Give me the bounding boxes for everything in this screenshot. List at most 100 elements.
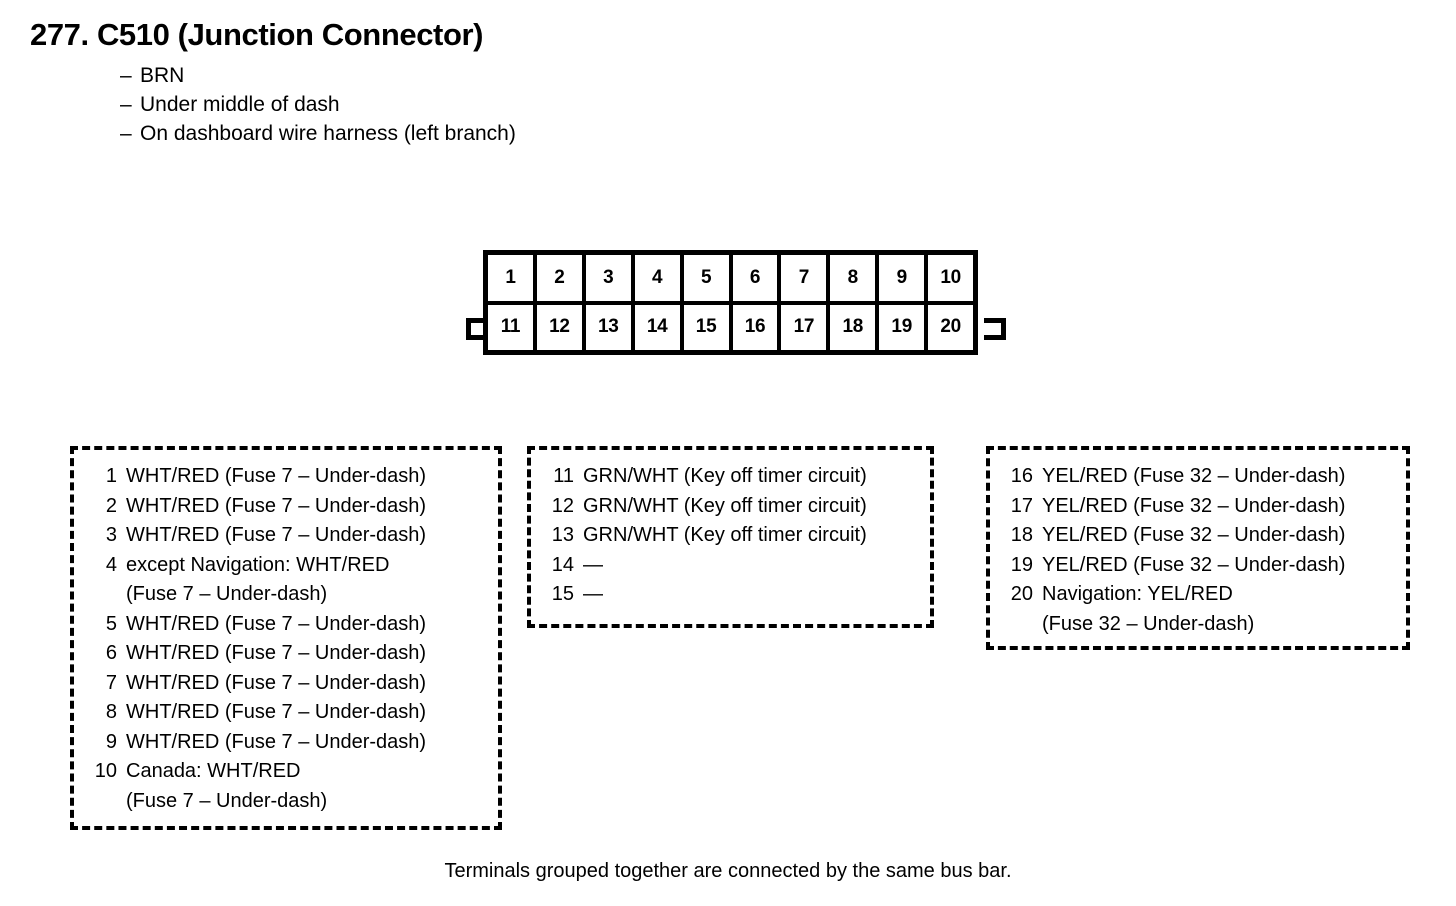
terminal-description: WHT/RED (Fuse 7 – Under-dash) xyxy=(126,669,484,699)
pin-cell-4: 4 xyxy=(635,255,684,301)
pin-cell-16: 16 xyxy=(733,304,782,350)
terminal-number: 14 xyxy=(551,553,574,576)
terminal-entry-9: 9 WHT/RED (Fuse 7 – Under-dash) xyxy=(88,728,484,758)
pin-cell-11: 11 xyxy=(488,304,537,350)
spec-text: BRN xyxy=(140,64,185,87)
terminal-description-line2: (Fuse 7 – Under-dash) xyxy=(126,789,328,812)
terminal-description-line1: — xyxy=(583,583,603,605)
pin-cell-7: 7 xyxy=(781,255,831,301)
terminal-number: 2 xyxy=(105,494,117,517)
pin-cell-9: 9 xyxy=(879,255,929,301)
terminal-entry-3: 3 WHT/RED (Fuse 7 – Under-dash) xyxy=(88,521,484,551)
terminal-number: 18 xyxy=(1010,524,1033,546)
terminal-description-line1: YEL/RED (Fuse 32 – Under-dash) xyxy=(1042,494,1346,517)
terminal-description-line1: YEL/RED (Fuse 32 – Under-dash) xyxy=(1042,524,1346,546)
terminal-description-line1: — xyxy=(583,553,603,576)
terminal-description-line1: WHT/RED (Fuse 7 – Under-dash) xyxy=(126,465,427,487)
terminal-number: 4 xyxy=(105,553,117,576)
pin-cell-12: 12 xyxy=(537,304,586,350)
spec-line: –BRN xyxy=(120,61,930,90)
terminal-description: WHT/RED (Fuse 7 – Under-dash) xyxy=(126,728,484,758)
terminal-entry-15: 15 — xyxy=(545,580,916,610)
pin-cell-8: 8 xyxy=(830,255,880,301)
terminal-number: 5 xyxy=(105,612,117,635)
terminal-description-line1: Navigation: YEL/RED xyxy=(1042,583,1233,605)
terminal-description-line1: WHT/RED (Fuse 7 – Under-dash) xyxy=(126,612,427,635)
terminal-description: WHT/RED (Fuse 7 – Under-dash) xyxy=(126,521,484,551)
terminal-number: 15 xyxy=(551,583,574,605)
terminal-entry-8: 8 WHT/RED (Fuse 7 – Under-dash) xyxy=(88,698,484,728)
terminal-description-line2: (Fuse 32 – Under-dash) xyxy=(1042,612,1255,635)
terminal-description-line1: YEL/RED (Fuse 32 – Under-dash) xyxy=(1042,553,1346,576)
page-title: 277. C510 (Junction Connector) xyxy=(30,17,484,52)
terminal-number: 8 xyxy=(105,701,117,723)
spec-line: –Under middle of dash xyxy=(120,90,930,119)
pin-cell-19: 19 xyxy=(879,304,929,350)
terminal-description: YEL/RED (Fuse 32 – Under-dash) xyxy=(1042,551,1392,581)
terminal-description: YEL/RED (Fuse 32 – Under-dash) xyxy=(1042,492,1392,522)
terminal-description-line1: except Navigation: WHT/RED xyxy=(126,553,390,576)
terminal-number: 20 xyxy=(1010,583,1033,605)
terminal-description: GRN/WHT (Key off timer circuit) xyxy=(583,492,916,522)
pin-cell-17: 17 xyxy=(781,304,831,350)
terminal-number: 19 xyxy=(1010,553,1033,576)
terminal-description: GRN/WHT (Key off timer circuit) xyxy=(583,462,916,492)
terminal-number: 11 xyxy=(553,465,574,487)
terminal-description-line1: WHT/RED (Fuse 7 – Under-dash) xyxy=(126,671,427,694)
terminal-number: 1 xyxy=(105,465,117,487)
terminal-description: YEL/RED (Fuse 32 – Under-dash) xyxy=(1042,462,1392,492)
terminal-description-line1: WHT/RED (Fuse 7 – Under-dash) xyxy=(126,524,427,546)
spec-text: Under middle of dash xyxy=(140,93,340,116)
terminal-description-line1: YEL/RED (Fuse 32 – Under-dash) xyxy=(1042,465,1346,487)
terminal-number: 6 xyxy=(105,642,117,664)
pin-cell-14: 14 xyxy=(635,304,684,350)
terminal-entry-1: 1 WHT/RED (Fuse 7 – Under-dash) xyxy=(88,462,484,492)
terminal-description: WHT/RED (Fuse 7 – Under-dash) xyxy=(126,492,484,522)
terminal-number: 7 xyxy=(105,671,117,694)
terminal-description: WHT/RED (Fuse 7 – Under-dash) xyxy=(126,610,484,640)
terminal-description: WHT/RED (Fuse 7 – Under-dash) xyxy=(126,462,484,492)
terminal-description-line2: (Fuse 7 – Under-dash) xyxy=(126,583,328,605)
terminal-description-line1: WHT/RED (Fuse 7 – Under-dash) xyxy=(126,701,427,723)
terminal-description-line1: GRN/WHT (Key off timer circuit) xyxy=(583,494,867,517)
connector-left-tab xyxy=(466,318,488,340)
spec-dash-marker: – xyxy=(120,93,132,116)
terminal-entry-7: 7 WHT/RED (Fuse 7 – Under-dash) xyxy=(88,669,484,699)
terminal-number: 13 xyxy=(551,524,574,546)
pin-cell-15: 15 xyxy=(684,304,733,350)
pin-cell-6: 6 xyxy=(733,255,782,301)
spec-text: On dashboard wire harness (left branch) xyxy=(140,122,516,145)
terminal-description: YEL/RED (Fuse 32 – Under-dash) xyxy=(1042,521,1392,551)
pin-cell-1: 1 xyxy=(488,255,537,301)
terminal-entry-13: 13 GRN/WHT (Key off timer circuit) xyxy=(545,521,916,551)
pin-cell-3: 3 xyxy=(586,255,635,301)
terminal-number: 9 xyxy=(105,730,117,753)
connector-spec-list: –BRN–Under middle of dash–On dashboard w… xyxy=(30,61,930,148)
terminal-description-line1: GRN/WHT (Key off timer circuit) xyxy=(583,465,867,487)
terminal-number: 3 xyxy=(105,524,117,546)
pin-cell-13: 13 xyxy=(586,304,635,350)
pin-cell-10: 10 xyxy=(940,266,961,288)
terminal-entry-20: 20 Navigation: YEL/RED (Fuse 32 – Under-da… xyxy=(1004,580,1392,639)
terminal-description-line1: GRN/WHT (Key off timer circuit) xyxy=(583,524,867,546)
terminal-description: WHT/RED (Fuse 7 – Under-dash) xyxy=(126,698,484,728)
pin-cell-18: 18 xyxy=(830,304,880,350)
terminal-description-line1: WHT/RED (Fuse 7 – Under-dash) xyxy=(126,730,427,753)
spec-dash-marker: – xyxy=(120,64,132,87)
header-block: 277. C510 (Junction Connector) –BRN–Unde… xyxy=(30,16,930,148)
terminal-description-line1: Canada: WHT/RED xyxy=(126,760,301,782)
spec-dash-marker: – xyxy=(120,122,132,145)
pin-cell-20: 20 xyxy=(940,316,961,338)
terminal-description: — xyxy=(583,580,916,610)
spec-line: –On dashboard wire harness (left branch) xyxy=(120,119,930,148)
connector-right-tab xyxy=(984,318,1006,340)
